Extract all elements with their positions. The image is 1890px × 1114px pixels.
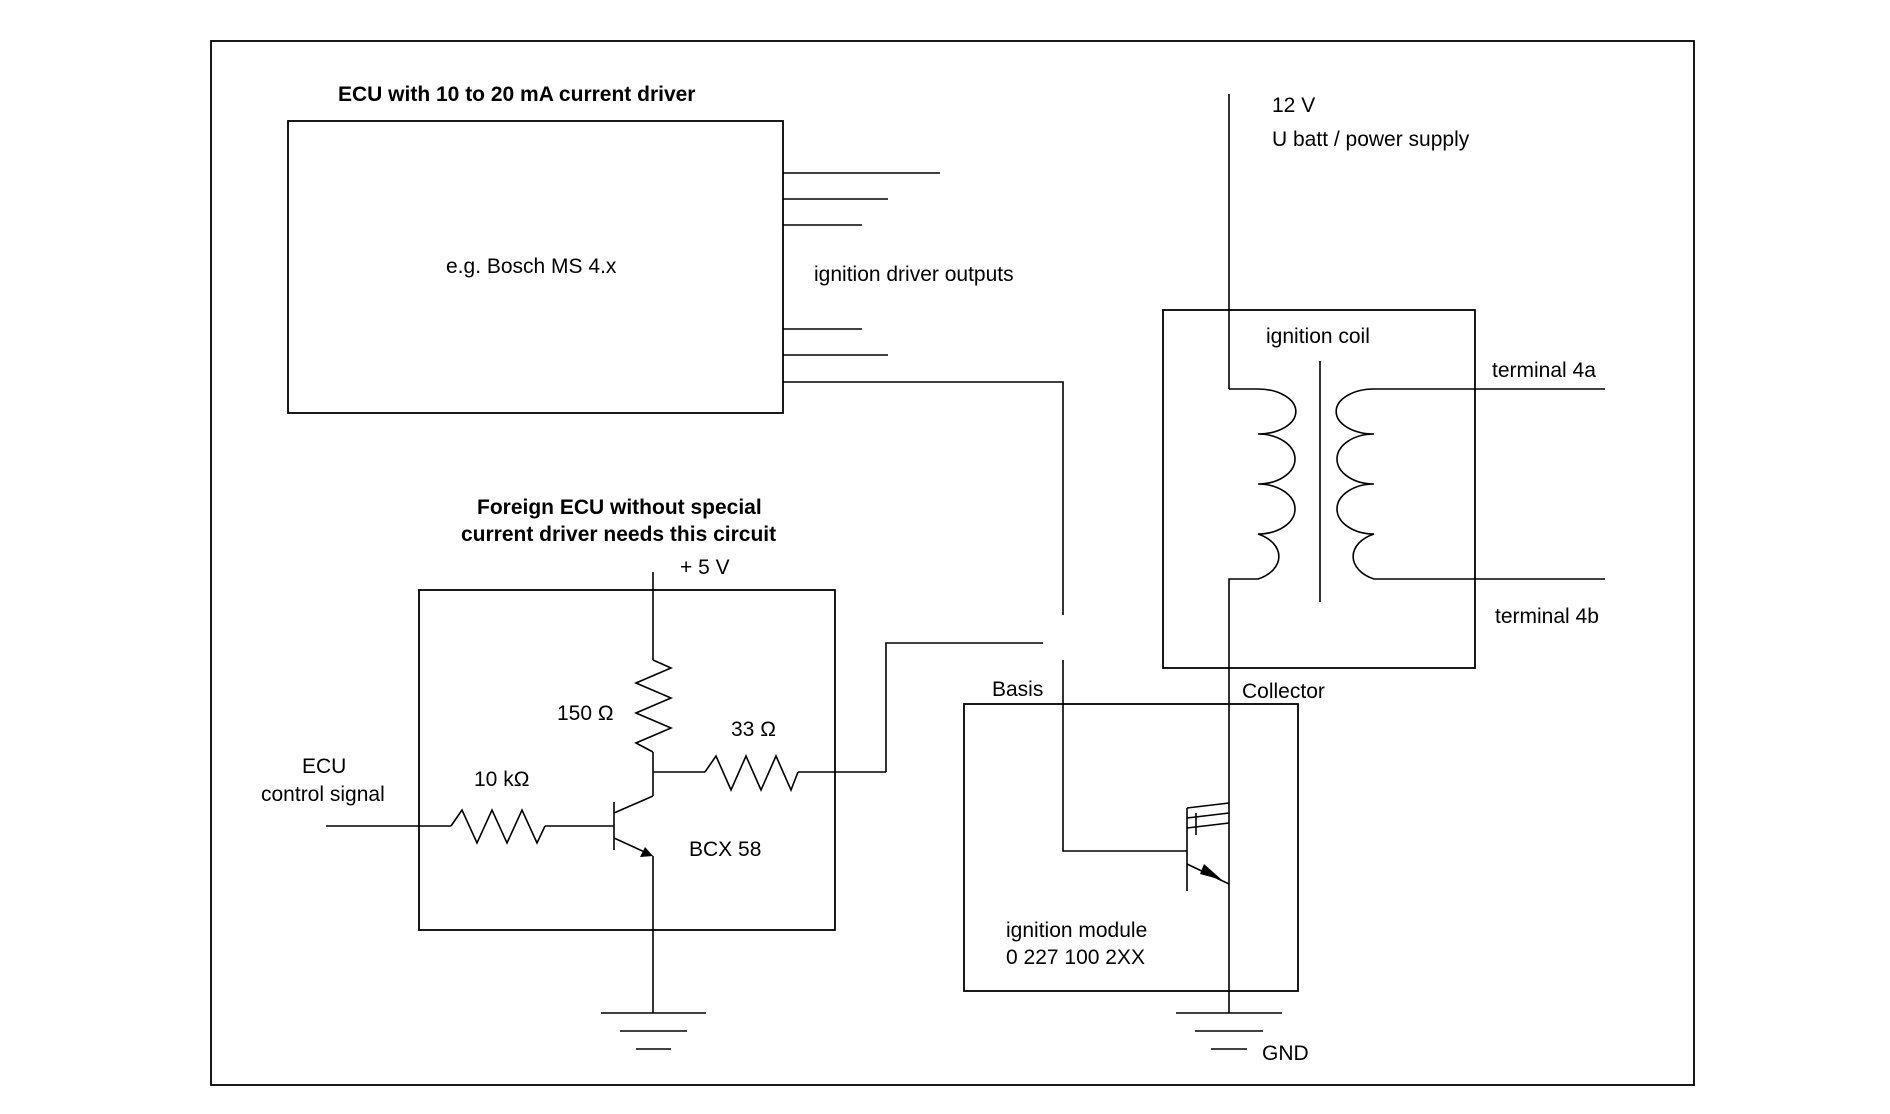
resistor-33-ohm bbox=[704, 754, 799, 793]
ecu-title: ECU with 10 to 20 mA current driver bbox=[338, 83, 695, 106]
transistor-label: BCX 58 bbox=[689, 838, 761, 861]
ignition-module-label-line2: 0 227 100 2XX bbox=[1006, 946, 1145, 969]
ground-symbol-module bbox=[1176, 1012, 1282, 1050]
terminal-4b-label: terminal 4b bbox=[1495, 605, 1599, 628]
adapter-output-wire bbox=[885, 642, 1043, 772]
igbt-transistor bbox=[1186, 802, 1230, 891]
power-supply-label: U batt / power supply bbox=[1272, 128, 1470, 151]
outer-frame bbox=[210, 40, 1695, 1086]
gnd-label: GND bbox=[1262, 1042, 1309, 1065]
npn-transistor-bcx58 bbox=[613, 795, 654, 1013]
ground-symbol-adapter bbox=[601, 1012, 706, 1050]
coil-primary-winding bbox=[1228, 388, 1297, 1013]
module-base-wire bbox=[1062, 660, 1187, 852]
resistor-150-ohm-label: 150 Ω bbox=[557, 702, 614, 725]
resistor-150-ohm bbox=[633, 659, 674, 753]
basis-label: Basis bbox=[992, 678, 1043, 701]
collector-label: Collector bbox=[1242, 680, 1325, 703]
ecu-example: e.g. Bosch MS 4.x bbox=[446, 255, 617, 278]
terminal-4a-label: terminal 4a bbox=[1492, 359, 1596, 382]
supply-5v-label: + 5 V bbox=[680, 556, 730, 579]
resistor-10k-ohm-label: 10 kΩ bbox=[474, 768, 529, 791]
resistor-10k-ohm bbox=[450, 808, 546, 845]
foreign-ecu-title-line1: Foreign ECU without special bbox=[477, 496, 762, 519]
ecu-drive-wire bbox=[783, 381, 1064, 615]
foreign-ecu-title-line2: current driver needs this circuit bbox=[461, 523, 776, 546]
ecu-input-label-line2: control signal bbox=[261, 783, 385, 806]
ignition-module-label-line1: ignition module bbox=[1006, 919, 1147, 942]
supply-12v-label: 12 V bbox=[1272, 94, 1315, 117]
resistor-33-ohm-label: 33 Ω bbox=[731, 718, 776, 741]
ignition-coil-label: ignition coil bbox=[1266, 325, 1370, 348]
ignition-coil-box bbox=[1162, 309, 1476, 669]
ignition-driver-outputs-label: ignition driver outputs bbox=[814, 263, 1014, 286]
ecu-output-leads bbox=[783, 172, 940, 356]
ecu-box bbox=[287, 120, 784, 414]
ecu-input-label-line1: ECU bbox=[302, 755, 346, 778]
ignition-module-box bbox=[963, 703, 1299, 992]
coil-secondary-winding bbox=[1335, 388, 1605, 580]
adapter-box bbox=[418, 589, 836, 931]
